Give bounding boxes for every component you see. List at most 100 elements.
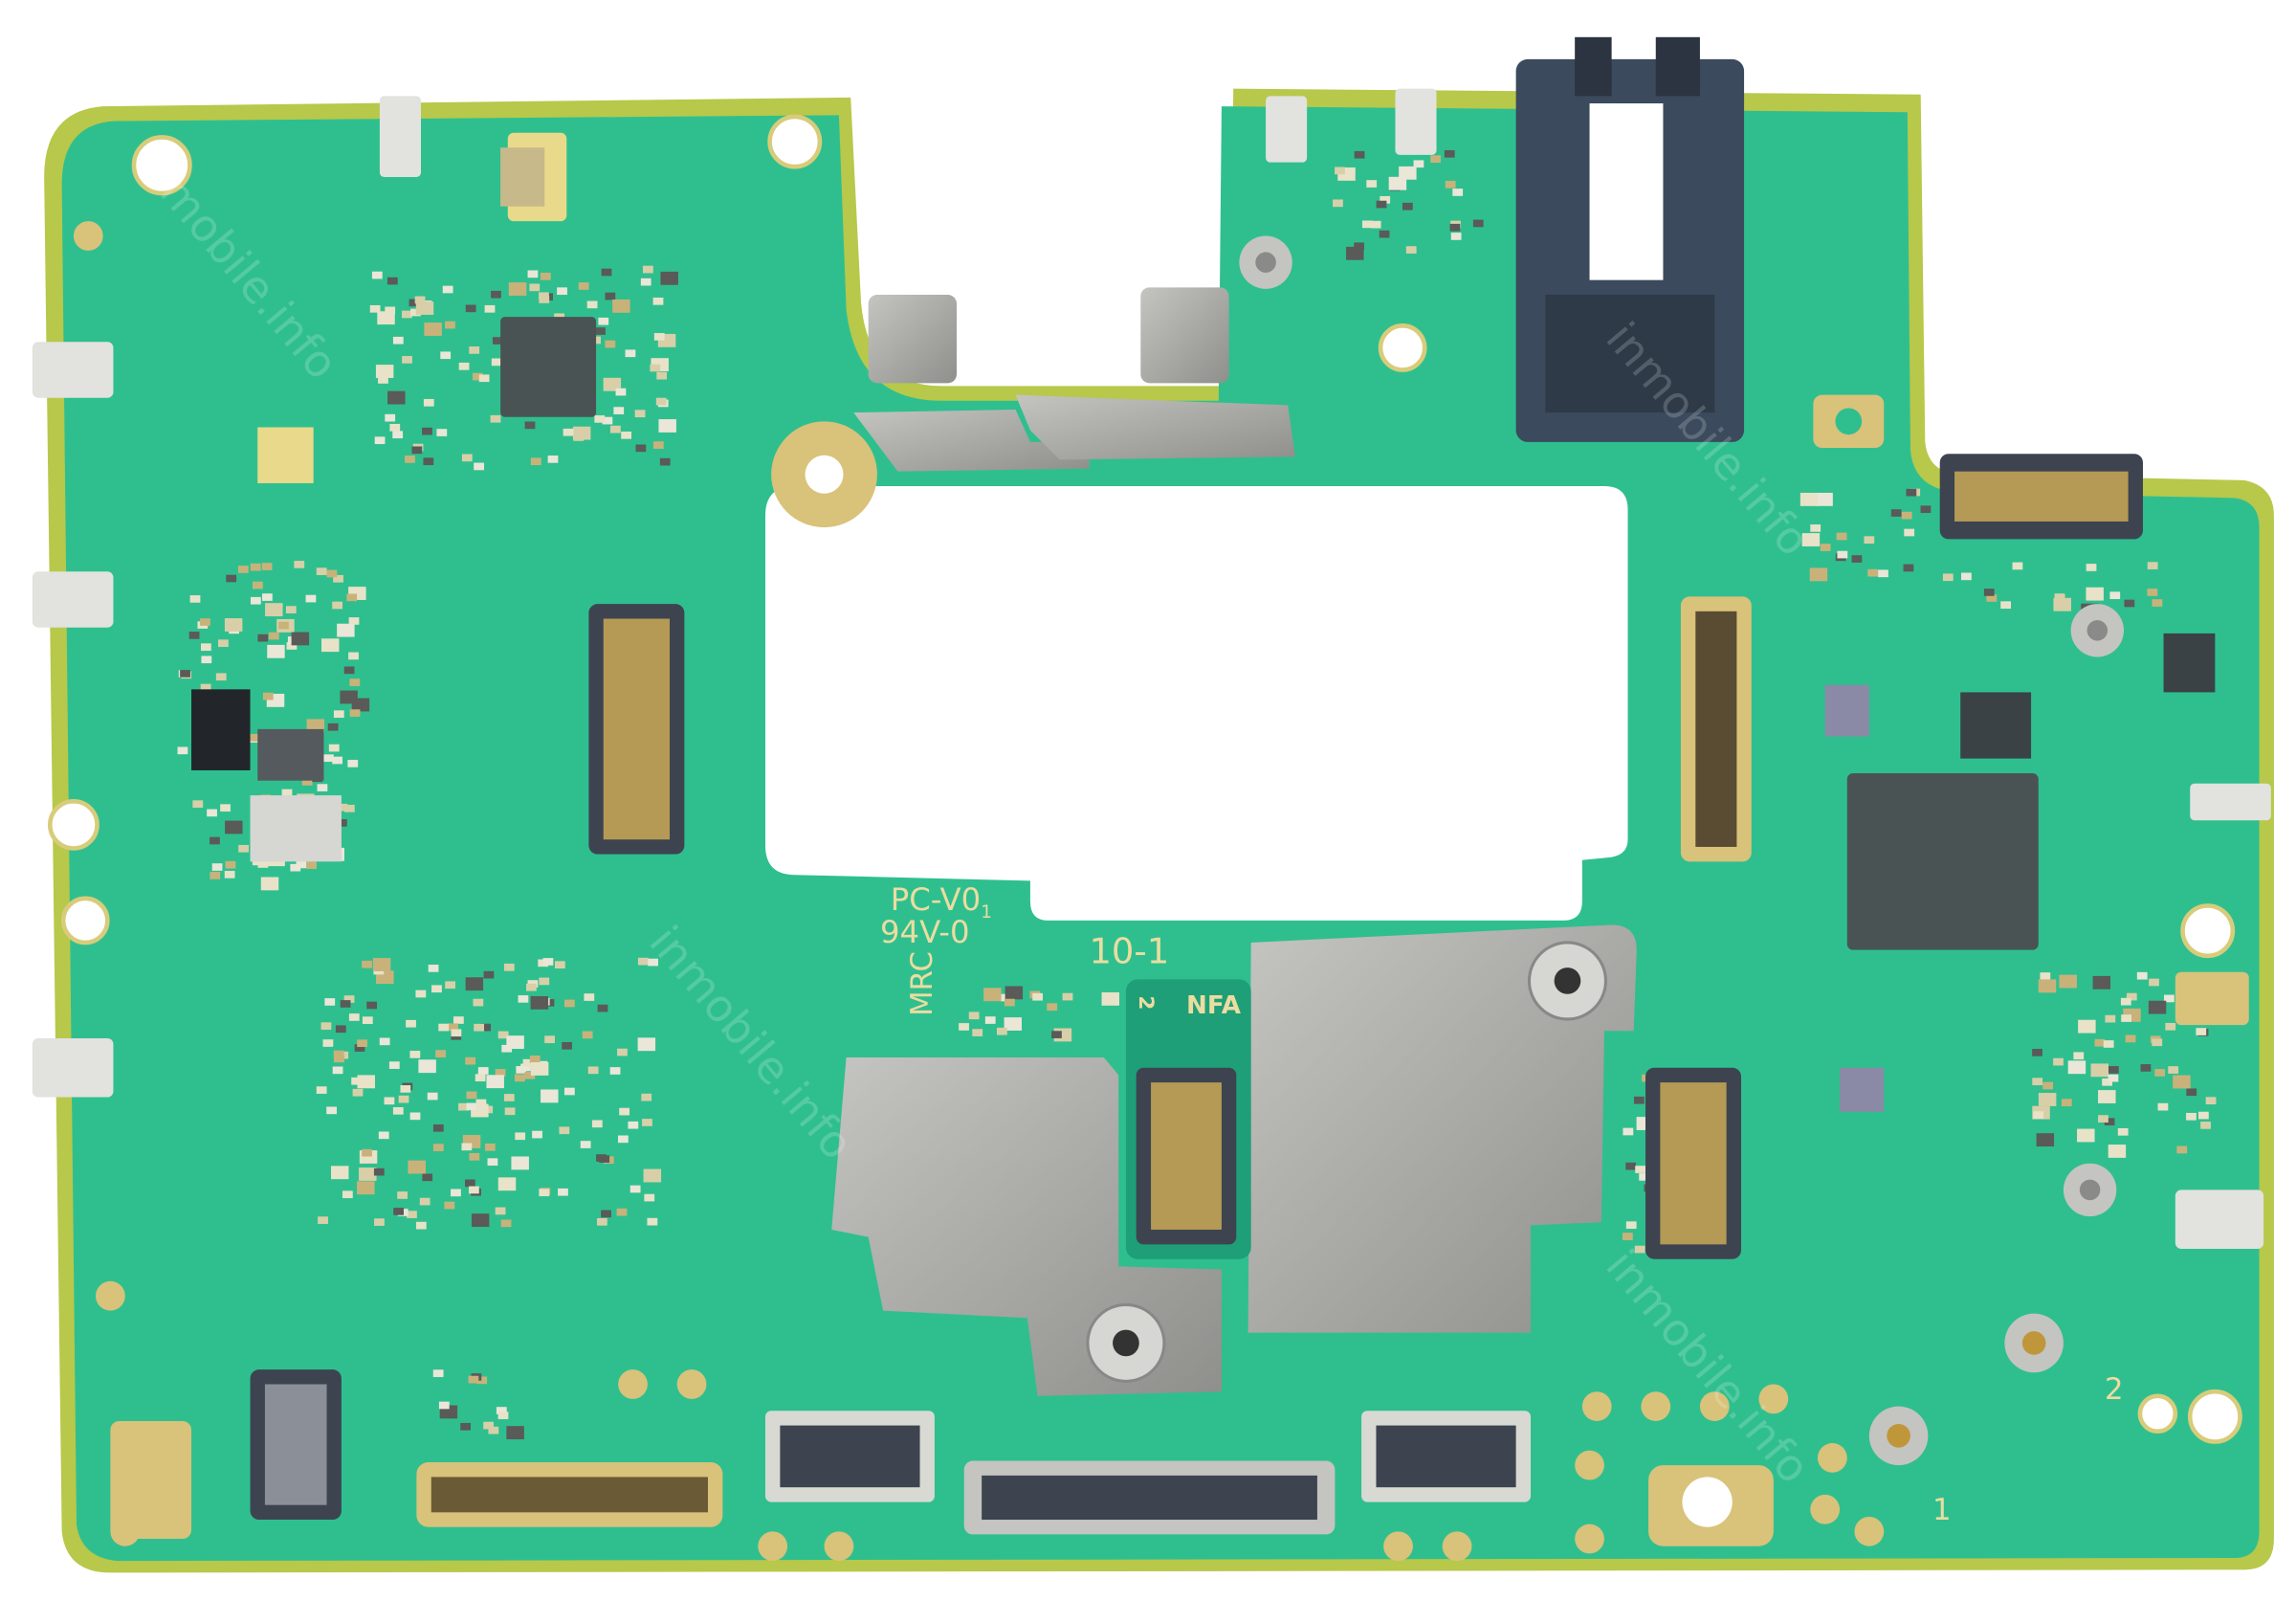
- smd-component: [477, 1067, 489, 1075]
- smd-component: [1942, 573, 1954, 582]
- smd-component: [448, 1023, 458, 1032]
- smd-component: [648, 958, 658, 967]
- smd-component: [409, 1051, 421, 1058]
- smd-component: [428, 965, 439, 972]
- smd-component: [285, 606, 297, 613]
- smd-component: [655, 397, 667, 406]
- smd-component: [1983, 589, 1995, 596]
- smd-component: [1354, 242, 1364, 251]
- smd-component: [442, 285, 453, 294]
- smd-component: [192, 800, 204, 809]
- smd-component: [526, 983, 537, 991]
- smd-component: [983, 988, 1002, 1002]
- smd-component: [580, 1141, 591, 1148]
- smd-component: [520, 1063, 531, 1072]
- smd-component: [451, 1029, 462, 1037]
- smd-component: [2053, 597, 2071, 611]
- smd-component: [1370, 220, 1381, 229]
- smd-component: [2059, 974, 2077, 989]
- smd-component: [332, 756, 342, 765]
- smd-component: [1346, 246, 1364, 260]
- smd-component: [2196, 1028, 2207, 1035]
- test-pad: [1758, 1384, 1789, 1414]
- smd-component: [471, 1213, 490, 1228]
- smd-component: [503, 1094, 515, 1101]
- smd-component: [2061, 1099, 2072, 1107]
- smd-component: [333, 574, 343, 583]
- smd-component: [374, 1218, 385, 1226]
- smd-component: [650, 364, 661, 372]
- board-code-label: PC-V0: [891, 881, 981, 918]
- ic-chips: [191, 132, 2216, 1112]
- test-pad: [1818, 1443, 1847, 1473]
- smd-component: [2104, 1118, 2115, 1126]
- smd-component: [1388, 176, 1407, 190]
- smd-component: [625, 349, 636, 358]
- smd-component: [483, 1421, 494, 1430]
- smd-component: [335, 1025, 346, 1034]
- smd-component: [2067, 1060, 2086, 1075]
- smd-component: [2090, 1063, 2108, 1078]
- smd-components: [73, 149, 2217, 1562]
- smd-component: [348, 617, 360, 625]
- smd-component: [316, 567, 327, 575]
- smd-component: [346, 593, 358, 602]
- smd-component: [347, 760, 359, 767]
- smd-component: [529, 1055, 541, 1063]
- smd-component: [997, 1027, 1007, 1035]
- smd-component: [373, 1167, 385, 1176]
- smd-component: [1639, 1173, 1649, 1181]
- smd-component: [344, 804, 355, 812]
- smd-component: [1399, 166, 1417, 180]
- smd-component: [500, 1219, 512, 1228]
- smd-component: [1633, 1096, 1645, 1104]
- smd-component: [621, 431, 631, 439]
- antenna-2-label: 2: [2105, 1372, 2124, 1407]
- smd-component: [2198, 1111, 2209, 1120]
- smd-component: [423, 457, 434, 466]
- smd-component: [1901, 511, 1912, 520]
- smd-component: [333, 710, 344, 719]
- smd-component: [414, 296, 426, 304]
- smd-component: [201, 643, 211, 652]
- smd-component: [1904, 528, 1915, 537]
- smd-component: [506, 1426, 524, 1440]
- smd-component: [251, 596, 261, 605]
- smd-component: [491, 290, 501, 299]
- smd-component: [484, 1143, 496, 1151]
- smd-component: [609, 1067, 621, 1075]
- smd-component: [331, 1166, 349, 1180]
- smd-component: [605, 292, 616, 300]
- smd-component: [372, 958, 391, 971]
- smd-component: [349, 678, 361, 686]
- smd-component: [438, 1023, 450, 1032]
- smd-component: [2154, 1069, 2166, 1077]
- smd-component: [2054, 593, 2065, 601]
- smd-component: [1961, 572, 1972, 581]
- test-pad: [1699, 1391, 1730, 1421]
- smd-component: [968, 1012, 980, 1020]
- smd-component: [406, 1019, 416, 1028]
- smd-component: [1333, 199, 1343, 208]
- smd-component: [415, 301, 434, 315]
- smd-component: [453, 1016, 464, 1024]
- smd-component: [1335, 167, 1345, 175]
- smd-component: [458, 362, 470, 370]
- smd-component: [1623, 1233, 1633, 1240]
- smd-component: [262, 593, 273, 601]
- smd-component: [328, 744, 340, 752]
- smd-component: [316, 1086, 327, 1094]
- smd-component: [466, 1091, 477, 1100]
- smd-component: [2098, 1090, 2116, 1103]
- smd-component: [351, 698, 370, 712]
- smd-component: [508, 282, 527, 296]
- smd-component: [1809, 567, 1828, 582]
- smd-component: [2036, 1133, 2055, 1147]
- smd-component: [504, 1107, 516, 1116]
- smd-component: [326, 1106, 337, 1115]
- smd-component: [357, 1075, 375, 1089]
- smd-component: [432, 1123, 444, 1132]
- smd-component: [419, 1197, 430, 1206]
- smd-component: [1920, 505, 1932, 514]
- smd-component: [268, 632, 279, 640]
